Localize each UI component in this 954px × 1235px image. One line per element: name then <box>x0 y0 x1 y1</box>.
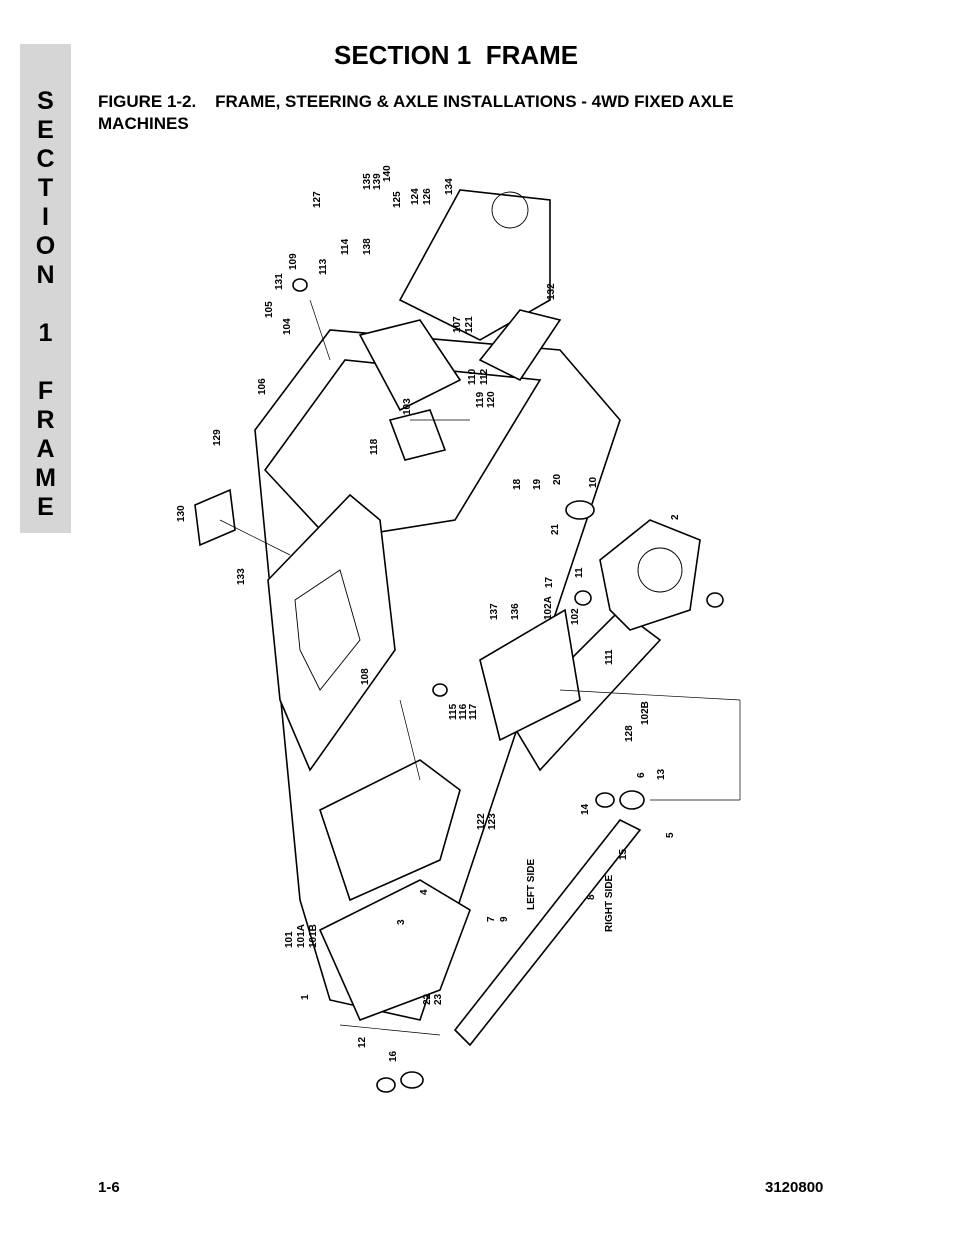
tab-letter: M <box>35 464 56 492</box>
tab-letter: T <box>37 174 54 202</box>
figure-title: FIGURE 1-2. FRAME, STEERING & AXLE INSTA… <box>98 92 734 133</box>
callout: 8 <box>586 894 597 900</box>
callout: 19 <box>532 478 543 490</box>
callout: 14 <box>580 803 591 815</box>
tab-letter: A <box>36 435 55 463</box>
callout: 5 <box>665 832 676 838</box>
callout: 132 <box>546 283 557 300</box>
callout: 138 <box>362 238 373 255</box>
section-title: SECTION 1 FRAME <box>334 40 579 70</box>
callout: 6 <box>636 772 647 778</box>
callout: 107 <box>452 316 463 333</box>
callout: 122 <box>476 813 487 830</box>
tab-letter: S <box>37 87 54 115</box>
callout: 9 <box>499 916 510 922</box>
callout: 137 <box>489 603 500 620</box>
tab-letter: O <box>35 232 56 260</box>
callout: 102A <box>543 596 554 620</box>
callout: 114 <box>340 238 351 255</box>
callout: 128 <box>624 725 635 742</box>
callout: 116 <box>458 703 469 720</box>
left-side-label: LEFT SIDE <box>526 859 537 910</box>
tab-letter: N <box>36 261 55 289</box>
callout: 119 <box>475 391 486 408</box>
callout: 117 <box>468 703 479 720</box>
callout: 15 <box>618 848 629 860</box>
tab-letter: E <box>37 493 54 521</box>
callout: 140 <box>382 165 393 182</box>
callout: 105 <box>264 301 275 318</box>
callout: 102B <box>640 701 651 725</box>
section-side-tab: S E C T I O N 1 F R A M E <box>20 44 71 533</box>
callout: 103 <box>402 398 413 415</box>
tab-letter: E <box>37 116 54 144</box>
callout: 139 <box>372 173 383 190</box>
callout: 133 <box>236 568 247 585</box>
callout: 102 <box>570 608 581 625</box>
callout: 136 <box>510 603 521 620</box>
callout: 11 <box>574 567 585 578</box>
callout: 106 <box>257 378 268 395</box>
right-side-label: RIGHT SIDE <box>604 874 615 932</box>
page-number: 1-6 <box>98 1179 120 1196</box>
callout: 10 <box>588 476 599 488</box>
callout: 123 <box>487 813 498 830</box>
callout: 124 <box>410 188 421 205</box>
callout: 22 <box>422 993 433 1005</box>
callout: 101 <box>284 931 295 948</box>
callout: 131 <box>274 273 285 290</box>
callout: 104 <box>282 318 293 335</box>
tab-letter: I <box>42 203 49 231</box>
callout: 1 <box>300 994 311 1000</box>
callout: 101A <box>296 924 307 948</box>
tab-letter: F <box>37 377 54 405</box>
callout: 134 <box>444 178 455 195</box>
callout: 111 <box>604 649 615 665</box>
callout-labels: 127 135 139 140 125 124 126 134 114 138 … <box>176 165 681 1062</box>
callout: 130 <box>176 505 187 522</box>
callout: 108 <box>360 668 371 685</box>
callout: 110 <box>467 368 478 385</box>
callout: 2 <box>670 514 681 520</box>
callout: 7 <box>486 916 497 922</box>
callout: 115 <box>448 703 459 720</box>
callout: 109 <box>288 253 299 270</box>
callout: 4 <box>419 889 430 895</box>
callout: 126 <box>422 188 433 205</box>
callout: 12 <box>357 1036 368 1048</box>
callout: 18 <box>512 478 523 490</box>
callout: 118 <box>369 438 380 455</box>
tab-letter: 1 <box>38 319 53 347</box>
tab-letter: R <box>36 406 55 434</box>
callout: 21 <box>550 523 561 535</box>
callout: 3 <box>396 919 407 925</box>
callout: 16 <box>388 1050 399 1062</box>
callout: 127 <box>312 191 323 208</box>
callout: 101B <box>308 924 319 948</box>
callout: 112 <box>479 368 490 385</box>
callout: 13 <box>656 768 667 780</box>
callout: 121 <box>464 316 475 333</box>
callout: 129 <box>212 429 223 446</box>
callout: 135 <box>362 173 373 190</box>
callout: 113 <box>318 258 329 275</box>
callout: 20 <box>552 473 563 485</box>
frame-drawing <box>194 189 741 1093</box>
callout: 23 <box>433 993 444 1005</box>
tab-letter: C <box>36 145 55 173</box>
document-number: 3120800 <box>765 1179 824 1196</box>
callout: 125 <box>392 191 403 208</box>
callout: 120 <box>486 391 497 408</box>
callout: 17 <box>544 576 555 588</box>
